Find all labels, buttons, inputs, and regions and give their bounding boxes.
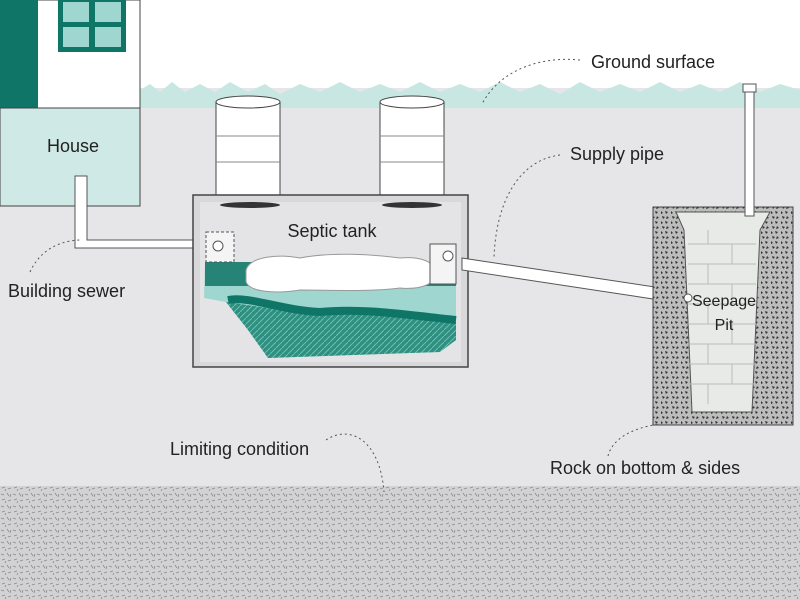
tank-riser-left	[216, 96, 280, 198]
tank-riser-right	[380, 96, 444, 198]
label-supply-pipe: Supply pipe	[570, 144, 664, 164]
scum-layer	[246, 254, 435, 292]
house	[0, 0, 140, 206]
label-limiting-condition: Limiting condition	[170, 439, 309, 459]
label-ground-surface: Ground surface	[591, 52, 715, 72]
label-building-sewer: Building sewer	[8, 281, 125, 301]
limiting-condition-layer	[0, 486, 800, 600]
label-house: House	[47, 136, 99, 156]
label-seepage-pit-line1: Seepage	[692, 293, 756, 310]
label-rock: Rock on bottom & sides	[550, 458, 740, 478]
label-septic-tank: Septic tank	[287, 221, 377, 241]
label-seepage-pit-line2: Pit	[715, 317, 734, 334]
